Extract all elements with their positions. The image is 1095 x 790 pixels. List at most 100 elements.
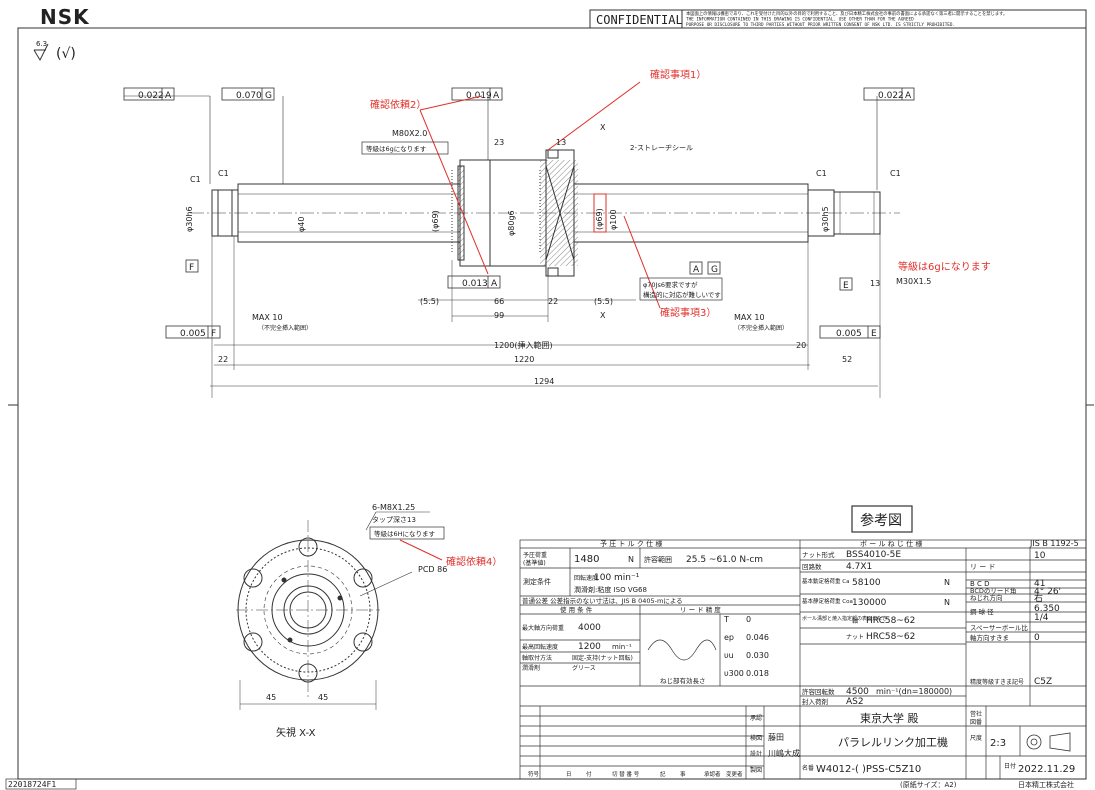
tb-lead-label: リ ー ド: [970, 563, 995, 571]
note-confirm-1: 確認事項1）: [650, 68, 706, 81]
tb-product: パラレルリンク加工機: [838, 735, 948, 749]
confidential-label: CONFIDENTIAL: [596, 13, 683, 27]
tb-rev-col-2: 付: [586, 770, 592, 778]
tb-preload-val: 1480: [574, 554, 599, 565]
tb-max-speed-label: 最高回転速度: [522, 643, 558, 651]
tb-lube2-label: 潤滑剤: [522, 664, 540, 672]
projection-symbol-icon: [1026, 732, 1071, 752]
tb-v300-val: 0.018: [746, 669, 769, 678]
dim-52: 52: [842, 355, 852, 364]
dim-max10-b: MAX 10: [734, 313, 765, 322]
tb-lead-angle-val: 4° 26': [1034, 587, 1061, 597]
reference-drawing-stamp: 参考図: [860, 512, 902, 529]
tb-rev-col-3: 切 替 番 号: [612, 770, 640, 778]
tb-ep-label: ep: [724, 633, 734, 642]
tb-spacer-label: スペーサーボール比: [970, 623, 1028, 632]
dim-m8-holes: 6-M8X1.25: [372, 503, 415, 512]
tb-circuit: 4.7X1: [846, 562, 872, 572]
note-confirm-3: 確認事項3）: [660, 306, 716, 319]
dim-1220: 1220: [514, 355, 534, 364]
tb-lead-angle-label: BCDのリード角: [970, 586, 1016, 595]
tb-static-val: 130000: [852, 598, 887, 608]
tb-date-val: 2022.11.29: [1018, 764, 1075, 775]
tb-clearance-label: 軸方向すきま: [970, 633, 1009, 642]
tb-rev-col-7: 変更者: [726, 770, 743, 778]
tb-rev-col-0: 符号: [528, 770, 540, 778]
note-incomplete-b: （不完全挿入範囲）: [734, 324, 788, 332]
tol-runout-7: 0.005: [836, 329, 862, 339]
tb-clearance-val: 0: [1034, 633, 1040, 643]
tb-nut-label: ナット: [846, 634, 864, 641]
tb-max-speed-unit: min⁻¹: [612, 643, 632, 651]
gdt-frames: [123, 87, 915, 339]
notice-en-2: PURPOSE OR DISCLOSURE TO THIRD PARTIES W…: [686, 22, 955, 28]
tb-approve-label: 承認: [750, 714, 762, 722]
view-label-xx: 矢視 X-X: [276, 726, 316, 739]
tb-ball-val2: 1/4: [1034, 613, 1049, 623]
tb-seal-code-val: AS2: [846, 697, 864, 707]
notice-en-1: THE INFORMATION CONTAINED IN THIS DRAWIN…: [686, 17, 914, 23]
tb-nut-type: BSS4010-5E: [846, 550, 901, 560]
tb-t-val: 0: [746, 615, 751, 624]
tb-speed-label: 回転速度: [574, 574, 598, 582]
sheet-border: [17, 27, 1087, 780]
tb-lube2-val: グリース: [572, 664, 596, 672]
x-mark-bottom: X: [600, 311, 606, 320]
tb-ball-val1: 6.350: [1034, 604, 1060, 614]
tb-static-label: 基本静定格荷重 Coa: [802, 597, 853, 605]
tb-check-val: 藤田: [768, 732, 784, 742]
tb-use-cond: 使 用 条 件: [560, 605, 593, 614]
dim-45-a: 45: [266, 693, 276, 702]
dim-45-b: 45: [318, 693, 328, 702]
note-confirm-2: 確認依頼2）: [370, 98, 426, 111]
tb-dyn-label: 基本動定格荷重 Ca: [802, 577, 849, 585]
tb-general-tol: 普通公差 公差指示のない寸法は、JIS B 0405-mによる: [522, 596, 683, 605]
tb-rev-col-4: 記: [660, 770, 666, 778]
chamfer-c1-d: C1: [890, 169, 901, 178]
datum-a: A: [693, 265, 700, 275]
tol-runout-2: 0.070: [236, 91, 262, 101]
datum-g: G: [711, 265, 718, 275]
tb-allow-speed-val: 4500: [846, 687, 869, 697]
svg-text:(√): (√): [56, 46, 76, 62]
tb-dir-label: ねじれ方向: [970, 593, 1003, 602]
tb-dir-val: 右: [1034, 592, 1043, 604]
tol-runout-3: 0.019: [466, 91, 492, 101]
note-grade-box: 等級は6gになります: [366, 144, 427, 153]
tb-preload-label: 予圧荷重: [523, 551, 547, 559]
tb-draft-label: 製図: [750, 766, 762, 774]
note-js6-1: φ70Js6要求ですが: [643, 280, 698, 289]
doc-id: 22018724F1: [8, 780, 56, 789]
note-grade-6g: 等級は6gになります: [898, 260, 991, 273]
tb-static-unit: N: [944, 598, 950, 607]
tb-stamp2: 図番: [970, 719, 982, 726]
tb-rev-col-5: 事: [680, 770, 686, 778]
shaft-view: [124, 95, 900, 398]
tb-rev-col-1: 日: [566, 771, 572, 778]
tb-torque-header: 予 圧 ト ル ク 仕 様: [600, 539, 662, 548]
tb-axis-method-val: 固定-支持(ナット回転): [572, 654, 633, 662]
tb-vu-val: 0.030: [746, 651, 769, 660]
tb-accuracy-label: 精度等級すきま記号: [970, 678, 1024, 686]
tb-max-axial-label: 最大軸方向荷重: [522, 624, 564, 632]
dim-d69-b: (φ69): [595, 208, 604, 230]
dim-5-5-a: (5.5): [420, 297, 439, 306]
tb-ball-header: ボ ー ル ね じ 仕 様: [860, 539, 922, 548]
tb-nut-type-label: ナット形式: [802, 550, 835, 559]
tb-thread-len: ねじ部有効長さ: [660, 676, 706, 685]
tb-torque-range-label: 許容範囲: [644, 555, 672, 564]
tb-dyn-unit: N: [944, 578, 950, 587]
x-mark-top: X: [600, 123, 606, 132]
datum-f: F: [189, 263, 194, 273]
dim-23: 23: [494, 138, 504, 147]
tb-jis: JIS B 1192-5: [1029, 539, 1079, 548]
chamfer-c1-b: C1: [218, 169, 229, 178]
paper-size: (原紙サイズ：A2): [900, 780, 957, 789]
tb-scale-val: 2:3: [990, 738, 1006, 749]
note-confirm-4: 確認依頼4）: [446, 555, 502, 568]
tb-shaft-label: 軸: [852, 617, 858, 625]
roughness-symbol: 6.3 (√): [33, 40, 76, 62]
chamfer-c1-c: C1: [816, 169, 827, 178]
tb-lead-val: 10: [1034, 551, 1046, 561]
